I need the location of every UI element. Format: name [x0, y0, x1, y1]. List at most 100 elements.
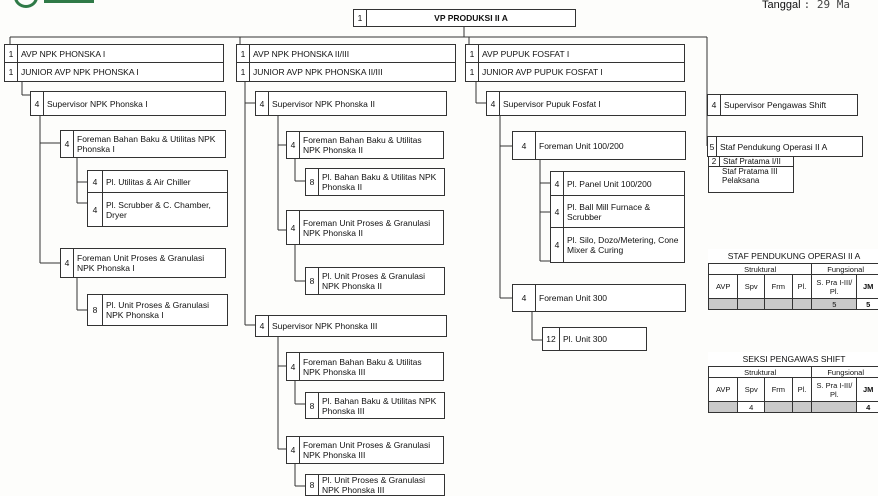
pelaksana-label: Pl. Ball Mill Furnace & Scrubber [564, 196, 684, 227]
pelaksana-box: 8 Pl. Unit Proses & Granulasi NPK Phonsk… [305, 267, 445, 295]
staf-item-label: Staf Pratama III [719, 167, 778, 176]
supervisor-label: Supervisor NPK Phonska II [269, 92, 378, 115]
pengawas-label: Supervisor Pengawas Shift [721, 95, 829, 115]
foreman-box: 4 Foreman Bahan Baku & Utilitas NPK Phon… [286, 352, 444, 381]
col-header: Pl. [792, 378, 812, 402]
pelaksana-label: Pl. Bahan Baku & Utilitas NPK Phonska II… [319, 393, 444, 418]
staf-item: Pelaksana [709, 176, 793, 185]
pelaksana-count: 8 [306, 169, 319, 195]
foreman-count: 4 [287, 132, 300, 158]
pelaksana-count: 4 [88, 171, 102, 192]
avp-label: AVP PUPUK FOSFAT I [479, 45, 572, 62]
vp-label: VP PRODUKSI II A [367, 10, 575, 26]
supervisor-count: 4 [256, 316, 269, 336]
fungsional-header: Fungsional [812, 264, 878, 275]
supervisor-count: 4 [256, 92, 269, 115]
foreman-box: 4 Foreman Unit 300 [512, 284, 686, 312]
table-caption: SEKSI PENGAWAS SHIFT [709, 352, 878, 367]
value-cell [812, 402, 857, 413]
supervisor-box: 4 Supervisor NPK Phonska III [255, 315, 447, 337]
pelaksana-label: Pl. Unit Proses & Granulasi NPK Phonska … [102, 295, 227, 325]
staf-item: Staf Pratama III [709, 167, 793, 176]
value-cell [709, 299, 738, 310]
pelaksana-label: Pl. Unit Proses & Granulasi NPK Phonska … [319, 475, 444, 495]
staf-item-count: 2 [709, 157, 720, 166]
table-caption: STAF PENDUKUNG OPERASI II A [709, 249, 878, 264]
col-header: S. Pra I-III/ Pl. [812, 378, 857, 402]
foreman-count: 4 [513, 285, 536, 311]
col-header: Spv [738, 275, 765, 299]
pelaksana-label: Pl. Utilitas & Air Chiller [102, 171, 194, 192]
col-header: AVP [709, 275, 738, 299]
col-header: Frm [765, 378, 792, 402]
value-cell: 5 [812, 299, 857, 310]
junior-avp-label: JUNIOR AVP NPK PHONSKA II/III [250, 63, 386, 81]
supervisor-box: 4 Supervisor NPK Phonska II [255, 91, 447, 116]
col-header: Spv [738, 378, 765, 402]
junior-avp-count: 1 [466, 63, 479, 81]
value-cell [792, 402, 812, 413]
foreman-count: 4 [513, 132, 536, 159]
col-header: Frm [765, 275, 792, 299]
avp-label: AVP NPK PHONSKA I [18, 45, 108, 62]
avp-box-3: 1 AVP PUPUK FOSFAT I [465, 44, 685, 63]
pelaksana-box: 4 Pl. Silo, Dozo/Metering, Cone Mixer & … [550, 228, 685, 263]
pelaksana-box: 12 Pl. Unit 300 [542, 327, 647, 351]
value-cell [792, 299, 812, 310]
pengawas-shift-summary-table: SEKSI PENGAWAS SHIFT Struktural Fungsion… [708, 352, 878, 413]
junior-avp-box-2: 1 JUNIOR AVP NPK PHONSKA II/III [236, 63, 456, 82]
supervisor-box: 4 Supervisor Pupuk Fosfat I [486, 91, 686, 116]
foreman-box: 4 Foreman Bahan Baku & Utilitas NPK Phon… [286, 131, 444, 159]
pelaksana-count: 8 [306, 475, 319, 495]
col-header: JM [857, 275, 878, 299]
staf-item-count [709, 167, 719, 176]
avp-count: 1 [237, 45, 250, 62]
staf-item-count [709, 176, 719, 185]
foreman-label: Foreman Unit 300 [536, 285, 610, 311]
staf-count: 5 [708, 137, 717, 156]
value-cell [709, 402, 738, 413]
foreman-count: 4 [61, 249, 74, 277]
pelaksana-count: 4 [551, 172, 564, 195]
date-label: Tanggal [762, 0, 801, 11]
col-header: S. Pra I-III/ Pl. [812, 275, 857, 299]
avp-label: AVP NPK PHONSKA II/III [250, 45, 352, 62]
pelaksana-box: 4 Pl. Panel Unit 100/200 [550, 171, 685, 196]
foreman-label: Foreman Bahan Baku & Utilitas NPK Phonsk… [74, 131, 225, 157]
foreman-count: 4 [61, 131, 74, 157]
staf-label: Staf Pendukung Operasi II A [717, 137, 830, 156]
pelaksana-box: 8 Pl. Bahan Baku & Utilitas NPK Phonska … [305, 392, 445, 419]
junior-avp-label: JUNIOR AVP PUPUK FOSFAT I [479, 63, 606, 81]
pelaksana-count: 4 [88, 193, 102, 226]
pelaksana-count: 8 [306, 393, 319, 418]
value-cell [765, 402, 792, 413]
value-cell: 4 [738, 402, 765, 413]
pelaksana-label: Pl. Unit 300 [560, 328, 610, 350]
supervisor-label: Supervisor Pupuk Fosfat I [500, 92, 604, 115]
avp-count: 1 [5, 45, 18, 62]
pelaksana-count: 8 [88, 295, 102, 325]
junior-avp-box-3: 1 JUNIOR AVP PUPUK FOSFAT I [465, 63, 685, 82]
supervisor-label: Supervisor NPK Phonska III [269, 316, 380, 336]
pelaksana-count: 8 [306, 268, 319, 294]
pengawas-count: 4 [708, 95, 721, 115]
supervisor-box: 4 Supervisor NPK Phonska I [30, 91, 226, 116]
foreman-box: 4 Foreman Unit 100/200 [512, 131, 686, 160]
pelaksana-label: Pl. Bahan Baku & Utilitas NPK Phonska II [319, 169, 444, 195]
pelaksana-label: Pl. Panel Unit 100/200 [564, 172, 655, 195]
staf-item-label: Staf Pratama I/II [720, 157, 781, 166]
foreman-label: Foreman Unit 100/200 [536, 132, 627, 159]
date-line: Tanggal : 29 Ma [762, 0, 850, 11]
foreman-label: Foreman Unit Proses & Granulasi NPK Phon… [300, 211, 443, 244]
supervisor-count: 4 [31, 92, 44, 115]
pengawas-shift-box: 4 Supervisor Pengawas Shift [707, 94, 858, 116]
foreman-count: 4 [287, 211, 300, 244]
supervisor-label: Supervisor NPK Phonska I [44, 92, 151, 115]
pelaksana-count: 12 [543, 328, 560, 350]
junior-avp-box-1: 1 JUNIOR AVP NPK PHONSKA I [4, 63, 224, 82]
value-cell [765, 299, 792, 310]
total-cell: 4 [857, 402, 878, 413]
foreman-box: 4 Foreman Bahan Baku & Utilitas NPK Phon… [60, 130, 226, 158]
pelaksana-box: 4 Pl. Scrubber & C. Chamber, Dryer [87, 193, 228, 227]
struktural-header: Struktural [709, 367, 812, 378]
